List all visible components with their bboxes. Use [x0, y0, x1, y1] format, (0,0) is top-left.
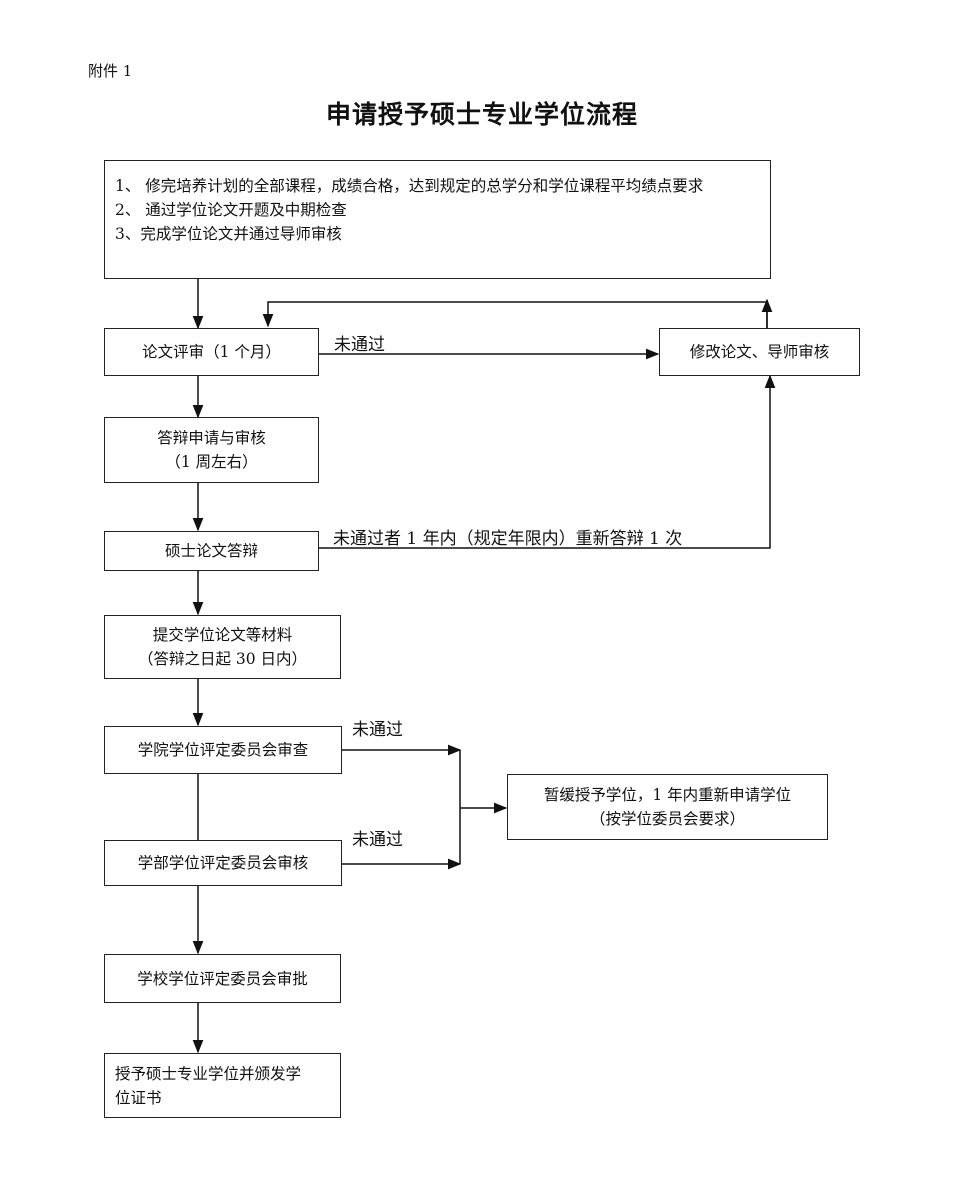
attachment-label: 附件 1 — [88, 62, 133, 80]
defense-apply-duration: （1 周左右） — [165, 453, 258, 471]
submit-materials-label: 提交学位论文等材料 — [152, 626, 293, 644]
fail-college-label: 未通过 — [352, 720, 403, 740]
fail-defense-label: 未通过者 1 年内（规定年限内）重新答辩 1 次 — [333, 529, 683, 549]
school-approve-label: 学校学位评定委员会审批 — [137, 969, 308, 988]
requirements-box: 1、 修完培养计划的全部课程，成绩合格，达到规定的总学分和学位课程平均绩点要求 … — [104, 160, 771, 279]
defer-degree-box: 暂缓授予学位，1 年内重新申请学位 （按学位委员会要求） — [507, 774, 828, 840]
page-title: 申请授予硕士专业学位流程 — [325, 100, 638, 129]
dept-review-label: 学部学位评定委员会审核 — [137, 854, 309, 872]
thesis-review-box: 论文评审（1 个月） — [104, 328, 319, 376]
arrow-revise-loop — [262, 301, 768, 328]
grant-degree-line: 位证书 — [115, 1089, 162, 1107]
dept-review-box: 学部学位评定委员会审核 — [104, 840, 342, 886]
college-review-box: 学院学位评定委员会审查 — [104, 726, 342, 774]
fail-dept-label: 未通过 — [352, 830, 403, 850]
defense-apply-label: 答辩申请与审核 — [157, 429, 266, 447]
thesis-defense-box: 硕士论文答辩 — [104, 531, 319, 571]
defer-degree-label: 暂缓授予学位，1 年内重新申请学位 — [543, 786, 792, 804]
arrow-defense-to-revise — [319, 374, 776, 549]
fail-review-label: 未通过 — [334, 335, 385, 355]
submit-materials-box: 提交学位论文等材料 （答辩之日起 30 日内） — [104, 615, 341, 679]
school-approve-box: 学校学位评定委员会审批 — [104, 954, 341, 1003]
revise-thesis-label: 修改论文、导师审核 — [689, 343, 830, 361]
revise-thesis-box: 修改论文、导师审核 — [659, 328, 860, 376]
thesis-defense-label: 硕士论文答辩 — [164, 542, 258, 560]
defense-apply-box: 答辩申请与审核 （1 周左右） — [104, 417, 319, 483]
defer-degree-note: （按学位委员会要求） — [589, 810, 745, 828]
grant-degree-box: 授予硕士专业学位并颁发学 位证书 — [104, 1053, 341, 1118]
submit-materials-deadline: （答辩之日起 30 日内） — [137, 650, 308, 668]
grant-degree-line: 授予硕士专业学位并颁发学 — [115, 1065, 302, 1083]
thesis-review-label: 论文评审（1 个月） — [142, 343, 281, 361]
requirement-item: 1、 修完培养计划的全部课程，成绩合格，达到规定的总学分和学位课程平均绩点要求 — [115, 177, 704, 195]
requirement-item: 2、 通过学位论文开题及中期检查 — [115, 201, 347, 219]
college-review-label: 学院学位评定委员会审查 — [137, 741, 309, 759]
requirement-item: 3、完成学位论文并通过导师审核 — [115, 225, 342, 243]
